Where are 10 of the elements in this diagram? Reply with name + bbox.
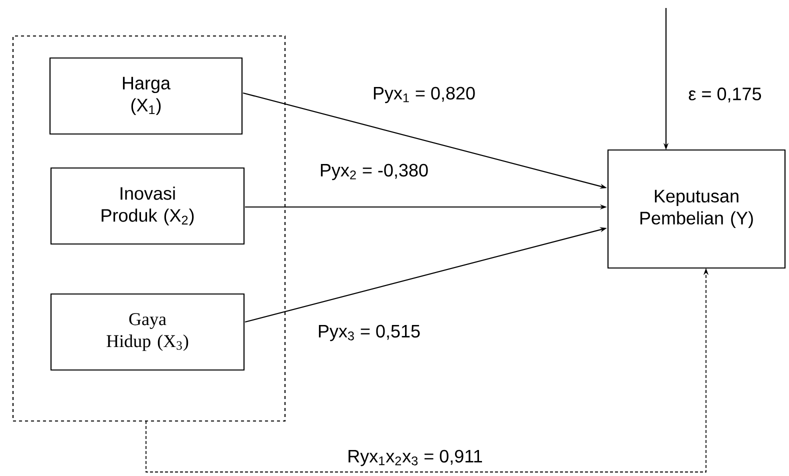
edge-label: Pyx$_{3}$ = 0,515 (316, 324, 422, 342)
edge-label: Pyx$_{1}$ = 0,820 (371, 86, 477, 104)
variable-box: Gaya Hidup (X$_{3}$) (50, 293, 245, 371)
edge-label: Ryx$_{1}$x$_{2}$x$_{3}$ = 0,911 (346, 448, 484, 468)
dashed-group-box (12, 35, 286, 422)
variable-box: Harga (X$_{1}$) (49, 57, 243, 135)
variable-box: Inovasi Produk (X$_{2}$) (50, 167, 245, 245)
edge-label: Pyx$_{2}$ = -0,380 (318, 162, 430, 182)
edge-label: ε = 0,175 (687, 86, 763, 104)
variable-box: Keputusan Pembelian (Y) (607, 149, 786, 269)
